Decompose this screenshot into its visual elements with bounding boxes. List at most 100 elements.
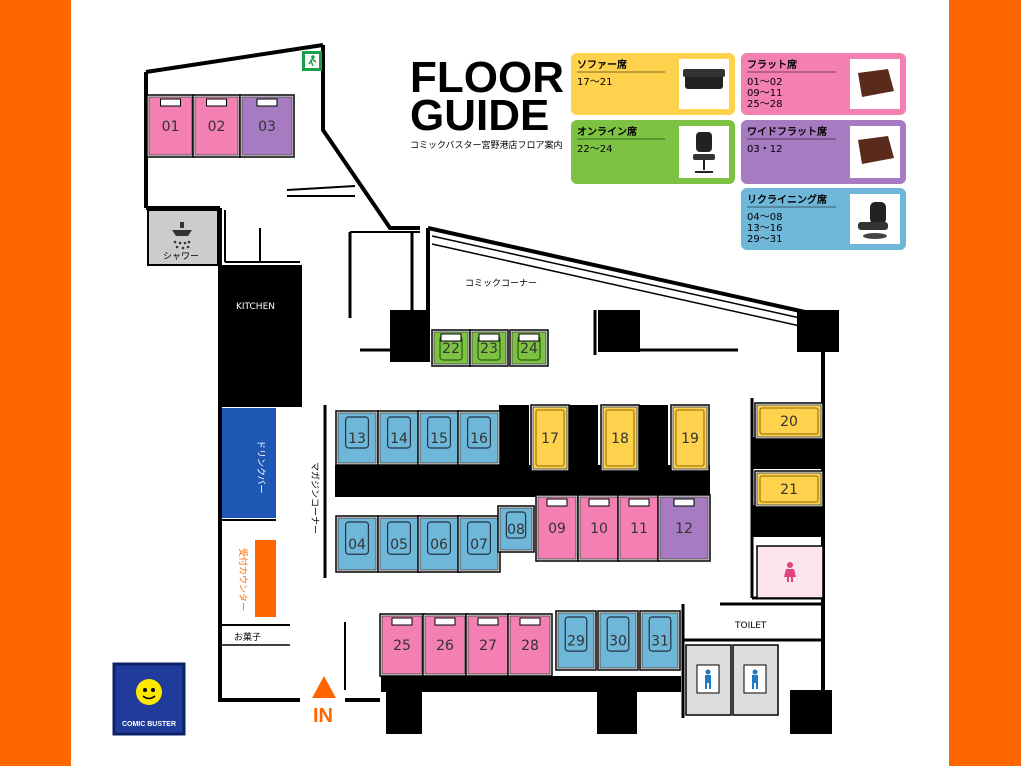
title-line-1: FLOOR <box>410 53 564 102</box>
male-toilet-icon <box>705 669 711 689</box>
reception-counter <box>255 540 276 617</box>
recliner-icon <box>505 511 527 539</box>
recliner-icon <box>427 521 452 555</box>
pillar <box>597 690 637 734</box>
seat-number: 15 <box>430 431 448 447</box>
seat-30[interactable]: 30 <box>597 610 639 671</box>
entrance-label: IN <box>313 705 333 727</box>
seat-recliner <box>599 612 637 669</box>
seat-21[interactable]: 21 <box>754 470 824 508</box>
seat-number: 10 <box>590 521 608 537</box>
seat-recliner <box>499 507 533 551</box>
seat-05[interactable]: 05 <box>377 515 421 573</box>
seat-number: 17 <box>541 431 559 447</box>
seat-10[interactable]: 10 <box>577 494 621 562</box>
seat-29[interactable]: 29 <box>555 610 597 671</box>
seat-24[interactable]: 24 <box>509 329 549 367</box>
seat-04[interactable]: 04 <box>335 515 379 573</box>
seat-flat <box>579 496 619 560</box>
booth-divider <box>568 405 598 465</box>
male-toilet-icon <box>752 669 758 689</box>
legend-range: 13〜16 <box>747 223 782 234</box>
recliner-icon <box>467 521 492 555</box>
subtitle: コミックバスター宮野港店フロア案内 <box>410 139 563 151</box>
seat-19[interactable]: 19 <box>670 404 710 472</box>
seat-number: 04 <box>348 537 366 553</box>
seat-number: 05 <box>390 537 408 553</box>
seat-22[interactable]: 22 <box>431 329 471 367</box>
seat-wideflat <box>241 96 293 156</box>
monitor-icon <box>546 498 568 507</box>
seat-wideflat <box>659 496 709 560</box>
seat-number: 14 <box>390 431 408 447</box>
seat-08[interactable]: 08 <box>497 505 535 553</box>
booth-divider <box>499 405 529 465</box>
seat-sofa <box>532 406 568 470</box>
drink-bar-label: ドリンクバー <box>255 440 266 494</box>
legend-range: 17〜21 <box>577 77 612 88</box>
seat-17[interactable]: 17 <box>530 404 570 472</box>
monitor-icon <box>160 98 181 107</box>
seat-02[interactable]: 02 <box>192 94 241 158</box>
legend-range: 04〜08 <box>747 212 782 223</box>
toilet-label: TOILET <box>734 621 767 631</box>
monitor-icon <box>477 617 499 626</box>
seat-13[interactable]: 13 <box>335 410 379 466</box>
seat-28[interactable]: 28 <box>507 613 553 677</box>
kitchen-label: KITCHEN <box>236 302 275 312</box>
seat-12[interactable]: 12 <box>657 494 711 562</box>
seat-16[interactable]: 16 <box>457 410 501 466</box>
seat-11[interactable]: 11 <box>617 494 661 562</box>
seat-03[interactable]: 03 <box>239 94 295 158</box>
reception-label: 受付カウンター <box>237 548 249 611</box>
sofa-icon <box>759 475 819 503</box>
seat-01[interactable]: 01 <box>146 94 195 158</box>
recliner-icon <box>467 416 492 449</box>
pillar <box>797 310 839 352</box>
seat-26[interactable]: 26 <box>422 613 468 677</box>
seat-flat <box>381 615 423 675</box>
seat-number: 22 <box>442 341 460 357</box>
monitor-icon <box>206 98 227 107</box>
seat-number: 20 <box>780 414 798 430</box>
seat-27[interactable]: 27 <box>465 613 511 677</box>
seat-06[interactable]: 06 <box>417 515 461 573</box>
female-toilet-icon <box>784 562 796 582</box>
seat-25[interactable]: 25 <box>379 613 425 677</box>
comic-corner-label: コミックコーナー <box>465 278 537 289</box>
seat-number: 23 <box>480 341 498 357</box>
seat-number: 13 <box>348 431 366 447</box>
recliner-icon <box>345 521 370 555</box>
seat-number: 06 <box>430 537 448 553</box>
seat-09[interactable]: 09 <box>535 494 579 562</box>
seat-recliner <box>419 412 459 464</box>
seat-18[interactable]: 18 <box>600 404 640 472</box>
seat-number: 18 <box>611 431 629 447</box>
seat-07[interactable]: 07 <box>457 515 501 573</box>
seat-number: 29 <box>567 634 585 650</box>
recliner-icon <box>345 416 370 449</box>
seat-number: 30 <box>609 634 627 650</box>
title-line-2: GUIDE <box>410 91 549 140</box>
seat-number: 08 <box>507 522 525 538</box>
seat-number: 27 <box>479 638 497 654</box>
seat-15[interactable]: 15 <box>417 410 461 466</box>
recliner-icon <box>564 616 588 652</box>
recliner-icon <box>648 616 672 652</box>
seat-14[interactable]: 14 <box>377 410 421 466</box>
booth-divider <box>638 405 668 465</box>
seat-number: 28 <box>521 638 539 654</box>
kitchen-block <box>220 265 302 407</box>
monitor-icon <box>628 498 650 507</box>
sofa-icon <box>535 409 565 467</box>
seat-23[interactable]: 23 <box>469 329 509 367</box>
seat-number: 31 <box>651 634 669 650</box>
seat-flat <box>148 96 193 156</box>
seat-recliner <box>419 517 459 571</box>
seat-20[interactable]: 20 <box>754 402 824 440</box>
seat-31[interactable]: 31 <box>639 610 681 671</box>
